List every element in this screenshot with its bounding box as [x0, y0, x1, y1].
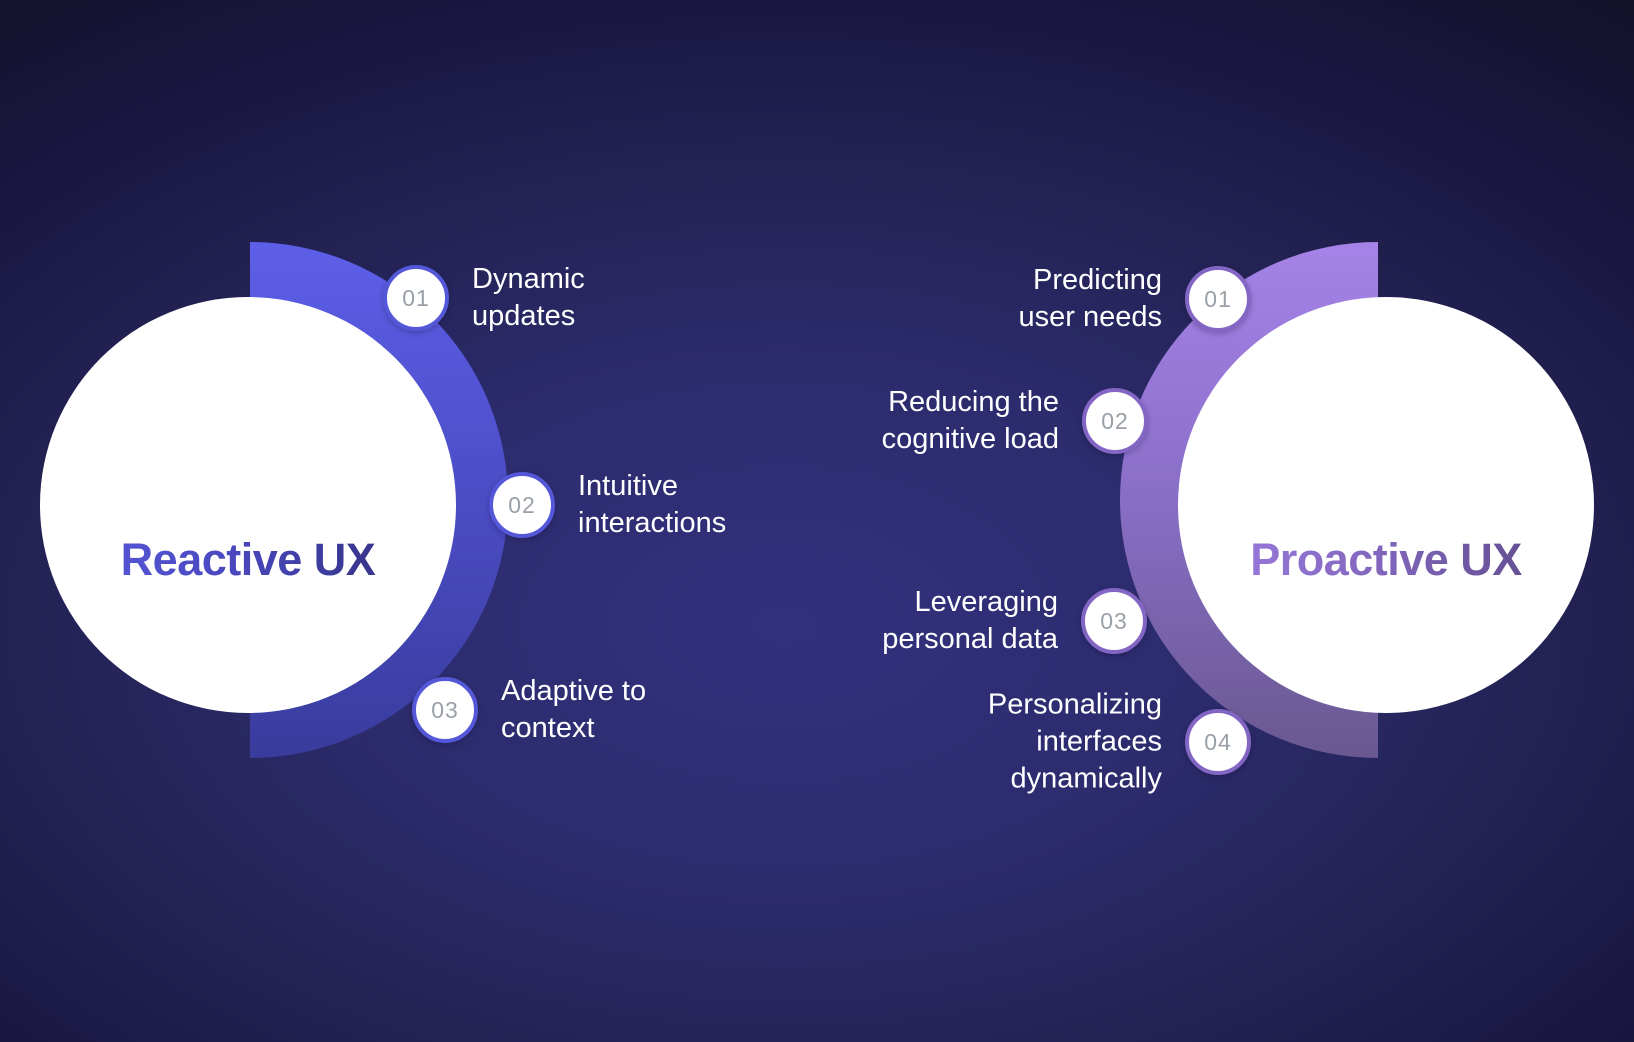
reactive-step-01-label: Dynamic updates: [472, 263, 585, 332]
proactive-step-03-label: Leveraging personal data: [882, 586, 1058, 655]
proactive-title: Proactive UX: [1178, 537, 1594, 582]
proactive-step-02-badge: 02: [1082, 388, 1148, 454]
proactive-step-02-label: Reducing the cognitive load: [881, 386, 1059, 455]
proactive-step-03-badge: 03: [1081, 588, 1147, 654]
reactive-step-02-badge: 02: [489, 472, 555, 538]
proactive-step-04-number: 04: [1204, 728, 1232, 755]
reactive-circle: Reactive UX: [40, 297, 456, 713]
reactive-step-03-number: 03: [431, 696, 459, 723]
proactive-circle: Proactive UX: [1178, 297, 1594, 713]
proactive-step-01-badge: 01: [1185, 266, 1251, 332]
proactive-step-04-badge: 04: [1185, 709, 1251, 775]
reactive-step-03-label: Adaptive to context: [501, 675, 647, 744]
proactive-step-01-label: Predicting user needs: [1018, 264, 1163, 333]
proactive-step-01-number: 01: [1204, 285, 1232, 312]
reactive-step-03-badge: 03: [412, 677, 478, 743]
reactive-step-02-number: 02: [508, 491, 536, 518]
reactive-title: Reactive UX: [40, 537, 456, 582]
proactive-step-04-label: Personalizing interfaces dynamically: [987, 688, 1162, 795]
reactive-step-01-badge: 01: [383, 265, 449, 331]
reactive-step-02-label: Intuitive interactions: [578, 470, 727, 539]
reactive-step-01-number: 01: [402, 284, 430, 311]
proactive-step-02-number: 02: [1101, 407, 1129, 434]
proactive-step-03-number: 03: [1100, 607, 1128, 634]
